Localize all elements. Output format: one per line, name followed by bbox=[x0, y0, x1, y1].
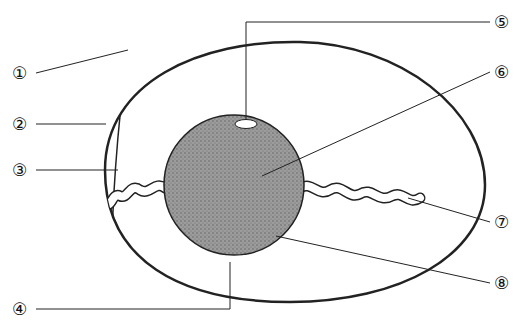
callout-number: ② bbox=[12, 114, 27, 134]
yolk bbox=[164, 115, 304, 255]
callout-number: ⑥ bbox=[494, 62, 509, 82]
callout-number: ① bbox=[12, 63, 27, 83]
callout-number: ⑦ bbox=[494, 212, 509, 232]
callout-number: ④ bbox=[12, 299, 27, 319]
callout-number: ⑤ bbox=[494, 12, 509, 32]
leader-line bbox=[36, 22, 490, 309]
germinal-disc bbox=[235, 120, 257, 129]
callout-number: ⑧ bbox=[494, 273, 509, 293]
callout-number: ③ bbox=[12, 160, 27, 180]
eggshell bbox=[105, 42, 485, 302]
